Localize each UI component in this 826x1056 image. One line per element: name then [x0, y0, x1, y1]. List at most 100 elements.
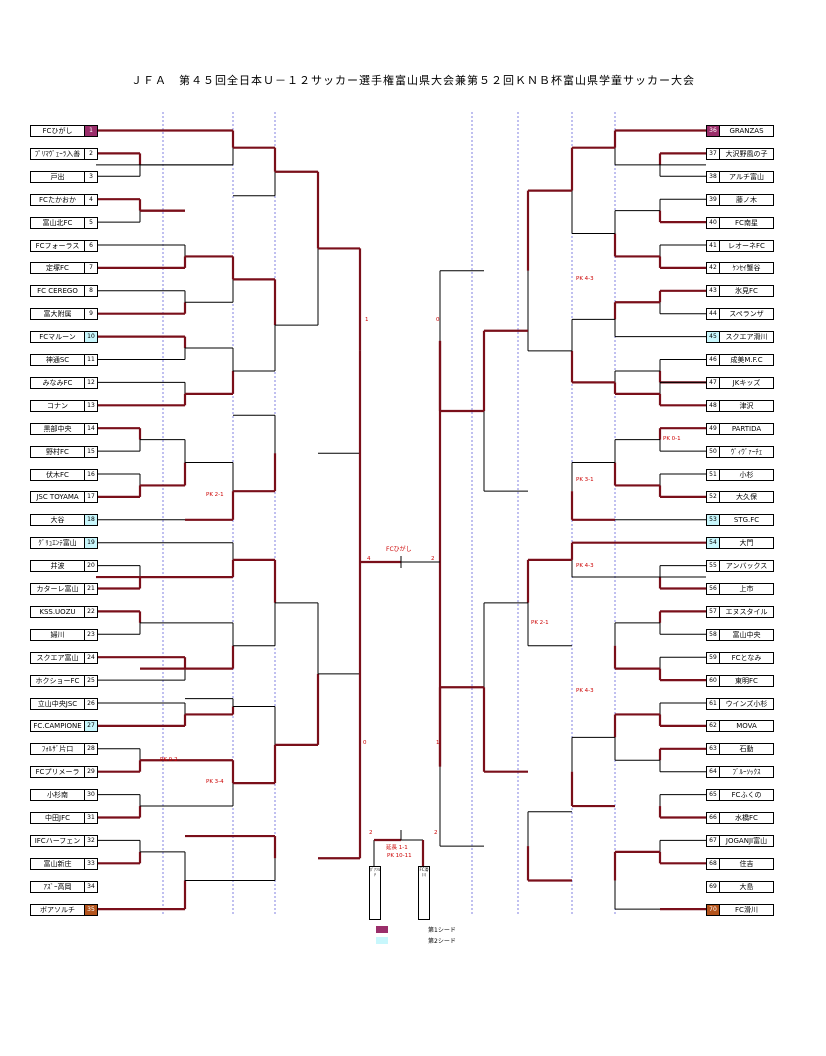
- team-number: 19: [84, 538, 97, 549]
- third-extra-time: 延長 1-1: [386, 845, 408, 851]
- team-number: 50: [707, 446, 720, 457]
- third-score-left: 2: [369, 830, 373, 836]
- pk-note: PK 4-3: [576, 688, 594, 694]
- team-name: 富山中央: [732, 630, 761, 639]
- team-name: ｳﾞｨｳﾞｧｰﾁｪ: [730, 447, 763, 456]
- team-number: 34: [84, 881, 97, 892]
- team-number: 2: [84, 148, 97, 159]
- team-number: 3: [84, 171, 97, 182]
- team-number: 37: [707, 148, 720, 159]
- team-name: 東明FC: [735, 676, 758, 685]
- team-name: 石動: [739, 745, 754, 754]
- semi-score-right-top: 0: [436, 317, 440, 323]
- team-number: 22: [84, 606, 97, 617]
- team-name: JKキッズ: [732, 378, 761, 387]
- team-name: 定塚FC: [46, 264, 69, 273]
- team-name: 津沢: [739, 401, 754, 410]
- team-number: 14: [84, 423, 97, 434]
- team-name: FC南星: [735, 218, 758, 227]
- team-name: JSC TOYAMA: [36, 493, 79, 502]
- team-row: ｳﾞｨｳﾞｧｰﾁｪ 50: [706, 445, 774, 458]
- team-number: 66: [707, 813, 720, 823]
- team-number: 8: [84, 286, 97, 297]
- team-name: 富山新庄: [43, 859, 72, 868]
- team-name: ホクショーFC: [35, 676, 80, 685]
- team-number: 13: [84, 400, 97, 411]
- team-name: STG.FC: [733, 516, 760, 525]
- team-number: 10: [84, 332, 97, 343]
- team-number: 44: [707, 309, 720, 320]
- team-name: 大久保: [736, 493, 757, 502]
- team-name: ﾌﾟﾘﾏｳﾞｪｰﾗ入善: [34, 149, 81, 158]
- team-number: 29: [84, 767, 97, 778]
- team-name: スペランザ: [729, 310, 764, 319]
- team-number: 54: [707, 538, 720, 549]
- team-name: ｸﾞﾘｭｴﾝﾃ富山: [38, 539, 77, 548]
- page-title: ＪＦＡ 第４５回全日本Ｕ－１２サッカー選手権富山県大会兼第５２回ＫＮＢ杯富山県学…: [131, 74, 695, 87]
- team-number: 11: [84, 355, 97, 365]
- third-right-team: FC滑川: [418, 866, 430, 920]
- team-name: スクエア滑川: [725, 333, 768, 342]
- third-pk: PK 10-11: [387, 853, 412, 859]
- team-name: IFCハーフェン: [34, 836, 81, 845]
- team-name: アンバックス: [725, 562, 768, 571]
- team-name: ボアソルチ: [40, 905, 75, 914]
- team-name: 立山中央JSC: [37, 699, 78, 708]
- team-number: 26: [84, 698, 97, 709]
- team-row: スペランザ 44: [706, 308, 774, 321]
- team-name: FCひがし: [42, 127, 73, 135]
- final-score-right: 2: [431, 556, 435, 562]
- team-number: 62: [707, 721, 720, 732]
- team-name: アルチ富山: [729, 172, 764, 181]
- team-row: 神通SC 11: [30, 354, 98, 366]
- team-number: 23: [84, 629, 97, 640]
- seed1-label: 第1シード: [428, 927, 456, 934]
- team-number: 61: [707, 698, 720, 709]
- team-number: 16: [84, 469, 97, 480]
- team-number: 70: [707, 904, 720, 915]
- team-number: 7: [84, 263, 97, 274]
- third-left-team: ﾎﾞｱｿﾙﾁ: [369, 866, 381, 920]
- seed2-swatch: [376, 937, 388, 944]
- team-name: 富大附属: [43, 310, 72, 319]
- team-name: ﾌﾞﾙｰｿｯｸｽ: [732, 768, 761, 777]
- pk-note: PK 2-1: [531, 620, 549, 626]
- team-row: 定塚FC 7: [30, 262, 98, 275]
- team-number: 39: [707, 194, 720, 205]
- team-number: 58: [707, 629, 720, 640]
- pk-note: PK 3-4: [206, 779, 224, 785]
- team-name: 神通SC: [45, 356, 70, 364]
- team-number: 20: [84, 561, 97, 572]
- team-number: 1: [84, 126, 97, 136]
- team-name: FCとなみ: [731, 653, 762, 662]
- seed1-swatch: [376, 926, 388, 933]
